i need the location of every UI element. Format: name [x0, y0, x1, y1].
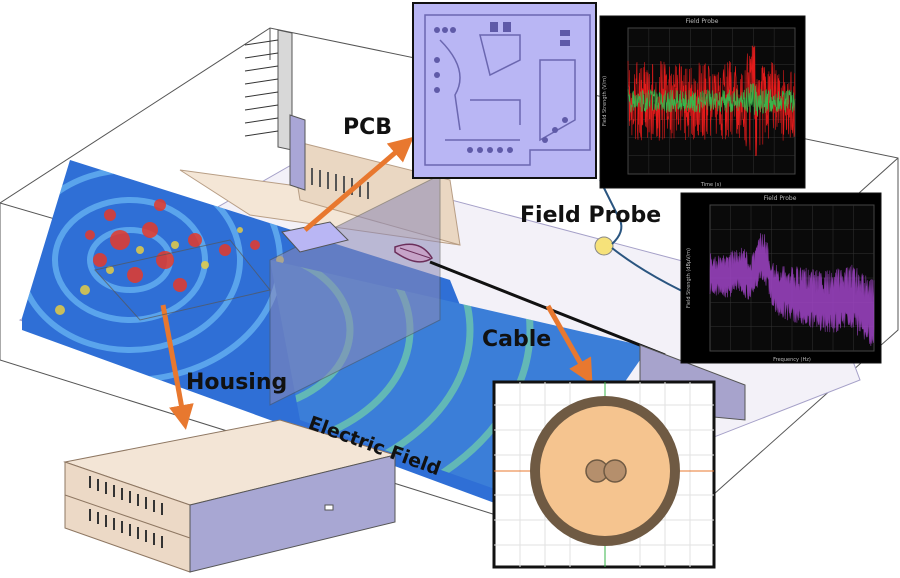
cable-conductor-right [603, 459, 627, 483]
time-domain-chart: Field Probe Time (s) Field Strength (V/m… [599, 15, 806, 189]
housing-in-scene [94, 239, 271, 321]
cable-cross-section-inset [492, 380, 716, 569]
cable-label: Cable [482, 327, 552, 352]
housing-enclosure [63, 419, 397, 573]
time-chart-xlabel: Time (s) [700, 182, 721, 188]
probe-antenna-icon [394, 243, 433, 263]
pcb-label: PCB [343, 115, 393, 140]
callout-arrows [160, 136, 593, 430]
freq-series-band-0 [709, 233, 875, 347]
freq-chart-ylabel: Field Strength (dBμV/m) [686, 248, 692, 308]
divider-wall [269, 174, 441, 406]
field-probe-label: Field Probe [520, 203, 662, 228]
time-chart-ylabel: Field Strength (V/m) [602, 76, 608, 126]
pcb-layout-drawing [424, 14, 591, 166]
pcb-inset [412, 2, 597, 179]
freq-chart-xlabel: Frequency (Hz) [773, 357, 811, 363]
probe-ball [594, 236, 614, 256]
freq-chart-title: Field Probe [764, 195, 797, 202]
time-series-line-1 [627, 83, 796, 117]
frequency-domain-chart: Field Probe Frequency (Hz) Field Strengt… [680, 192, 882, 364]
time-chart-series [627, 45, 796, 157]
housing-label: Housing [186, 370, 288, 395]
time-chart-title: Field Probe [686, 18, 719, 25]
freq-chart-series [709, 233, 875, 347]
port-plates [244, 29, 306, 191]
